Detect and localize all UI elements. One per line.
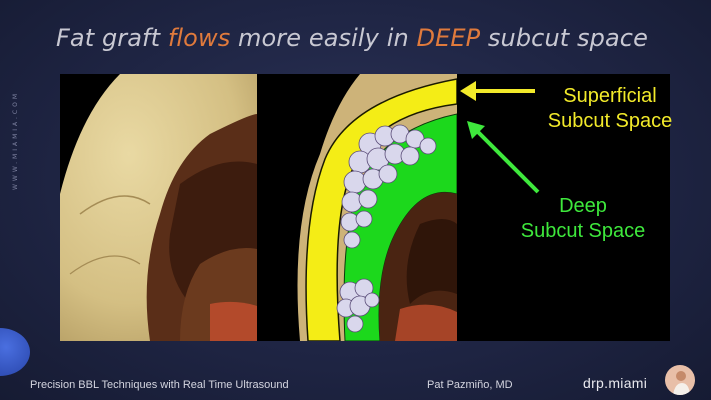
deep-subcut-label: Deep Subcut Space <box>513 194 653 244</box>
presenter-avatar <box>665 365 695 395</box>
deep-arrow-head <box>467 121 485 139</box>
decorative-blob <box>0 328 30 376</box>
title-accent-flows: flows <box>167 24 231 52</box>
title-accent-deep: DEEP <box>416 24 481 52</box>
superficial-subcut-label: Superficial Subcut Space <box>540 84 680 134</box>
annotated-cross-section-image <box>260 74 457 341</box>
deep-label-line2: Subcut Space <box>520 220 646 242</box>
title-part-5: subcut space <box>480 24 648 52</box>
side-watermark: WWW.MIAMIA.COM <box>12 90 19 190</box>
course-title: Precision BBL Techniques with Real Time … <box>30 379 289 391</box>
superficial-arrow-head <box>460 81 476 101</box>
superficial-label-line2: Subcut Space <box>547 110 673 132</box>
anatomy-cross-section-image <box>60 74 257 341</box>
title-part-3: more easily in <box>230 24 417 52</box>
superficial-label-line1: Superficial <box>563 85 657 107</box>
brand-name: drp.miami <box>583 375 648 391</box>
deep-label-line1: Deep <box>559 195 607 217</box>
author-name: Pat Pazmiño, MD <box>427 379 513 391</box>
illustration-panel: Superficial Subcut Space Deep Subcut Spa… <box>60 74 672 341</box>
slide-title: Fat graft flows more easily in DEEP subc… <box>56 24 696 52</box>
title-part-1: Fat graft <box>56 24 168 52</box>
